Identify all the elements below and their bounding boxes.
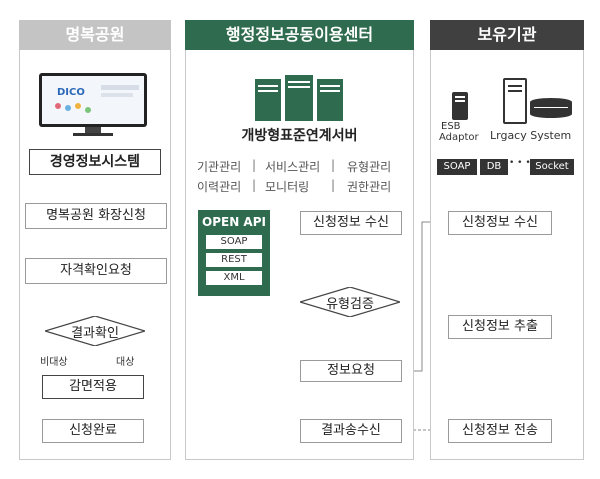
- proto-socket: Socket: [530, 159, 574, 175]
- monitor-icon: DICO: [35, 73, 153, 141]
- decision-result-check-label: 결과확인: [71, 326, 119, 341]
- menu-sep: |: [331, 158, 336, 172]
- esb-adaptor-icon: [452, 92, 468, 120]
- menu-service-mgmt: 서비스관리: [265, 160, 321, 174]
- monitor-brand: DICO: [57, 87, 85, 98]
- esb-label: ESB: [441, 121, 461, 132]
- open-api-soap: SOAP: [206, 235, 262, 249]
- step-discount-apply: 감면적용: [42, 375, 144, 399]
- proto-db: DB: [480, 159, 508, 175]
- center-step-info-request: 정보요청: [300, 360, 402, 382]
- left-column-title: 명복공원: [19, 20, 171, 50]
- decision-result-check: [45, 316, 145, 346]
- right-column-title: 보유기관: [430, 20, 584, 50]
- proto-dots: • • •: [509, 158, 531, 168]
- menu-sep: |: [252, 178, 257, 192]
- step-complete: 신청완료: [42, 419, 144, 443]
- menu-monitoring: 모니터링: [265, 180, 310, 194]
- adaptor-label: Adaptor: [439, 132, 479, 143]
- center-step-result-exchange: 결과송수신: [300, 419, 402, 443]
- menu-type-mgmt: 유형관리: [347, 160, 392, 174]
- system-label-box: 경영정보시스템: [29, 149, 161, 175]
- database-icon: [530, 98, 572, 118]
- open-api-xml: XML: [206, 271, 262, 285]
- server-label: 개방형표준연계서버: [241, 128, 358, 144]
- open-api-rest: REST: [206, 253, 262, 267]
- branch-not-eligible: 비대상: [40, 357, 68, 368]
- right-step-receive: 신청정보 수신: [448, 211, 552, 235]
- right-step-send: 신청정보 전송: [448, 419, 552, 443]
- menu-history-mgmt: 이력관리: [197, 180, 242, 194]
- right-step-extract: 신청정보 추출: [448, 315, 552, 339]
- open-api-block: OPEN API SOAP REST XML: [198, 210, 270, 296]
- step-apply: 명복공원 화장신청: [25, 203, 167, 229]
- open-api-title: OPEN API: [202, 215, 266, 229]
- legacy-server-icon: [503, 78, 527, 124]
- legacy-label: Lrgacy System: [490, 129, 572, 142]
- menu-permission-mgmt: 권한관리: [347, 180, 392, 194]
- menu-sep: |: [331, 178, 336, 192]
- proto-soap: SOAP: [437, 159, 477, 175]
- decision-type-validation-label: 유형검증: [326, 297, 374, 312]
- decision-type-validation: [300, 287, 400, 317]
- server-icon: [255, 75, 345, 121]
- menu-org-mgmt: 기관관리: [197, 160, 242, 174]
- step-qualification-request: 자격확인요청: [25, 258, 167, 284]
- menu-sep: |: [252, 158, 257, 172]
- branch-eligible: 대상: [116, 357, 135, 368]
- center-column-title: 행정정보공동이용센터: [185, 20, 414, 50]
- center-step-receive: 신청정보 수신: [300, 211, 402, 235]
